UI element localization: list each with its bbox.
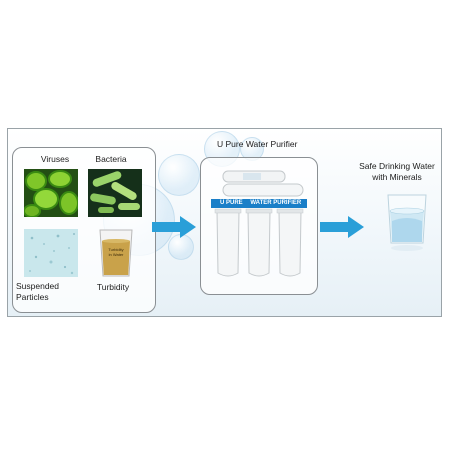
brand-text: WATER PURIFIER: [250, 200, 302, 206]
bacteria-image: [88, 169, 142, 217]
turbidity-glass-image: Turbidity in Water: [96, 227, 136, 279]
output-label: Safe Drinking Water with Minerals: [354, 161, 440, 183]
viruses-label: Viruses: [40, 154, 70, 164]
glass-label-line-1: Turbidity: [108, 247, 124, 252]
output-label-line-1: Safe Drinking Water: [359, 161, 435, 171]
purifier-title: U Pure Water Purifier: [217, 139, 298, 149]
suspended-particles-image: [24, 229, 78, 277]
viruses-image: [24, 169, 78, 217]
turbidity-label: Turbidity: [96, 282, 130, 292]
suspended-particles-label: Suspended Particles: [16, 281, 86, 303]
background-bubble: [158, 154, 200, 196]
diagram-banner: Viruses Bacteria: [7, 128, 442, 317]
water-glass-image: [387, 194, 427, 251]
glass-label-line-2: in Water: [108, 252, 124, 257]
glass-label: Turbidity in Water: [102, 247, 130, 257]
bacteria-label: Bacteria: [95, 154, 127, 164]
output-label-line-2: with Minerals: [372, 172, 422, 182]
purifier-brand-label: U PURE WATER PURIFIER: [214, 199, 308, 208]
suspended-particles-label-line-1: Suspended: [16, 281, 60, 291]
arrow-right-icon: [320, 216, 364, 238]
background-bubble: [168, 234, 194, 260]
purifier-unit-image: [211, 170, 307, 277]
brand-mark: U PURE: [220, 200, 243, 206]
arrow-right-icon: [152, 216, 196, 238]
suspended-particles-label-line-2: Particles: [16, 292, 49, 302]
